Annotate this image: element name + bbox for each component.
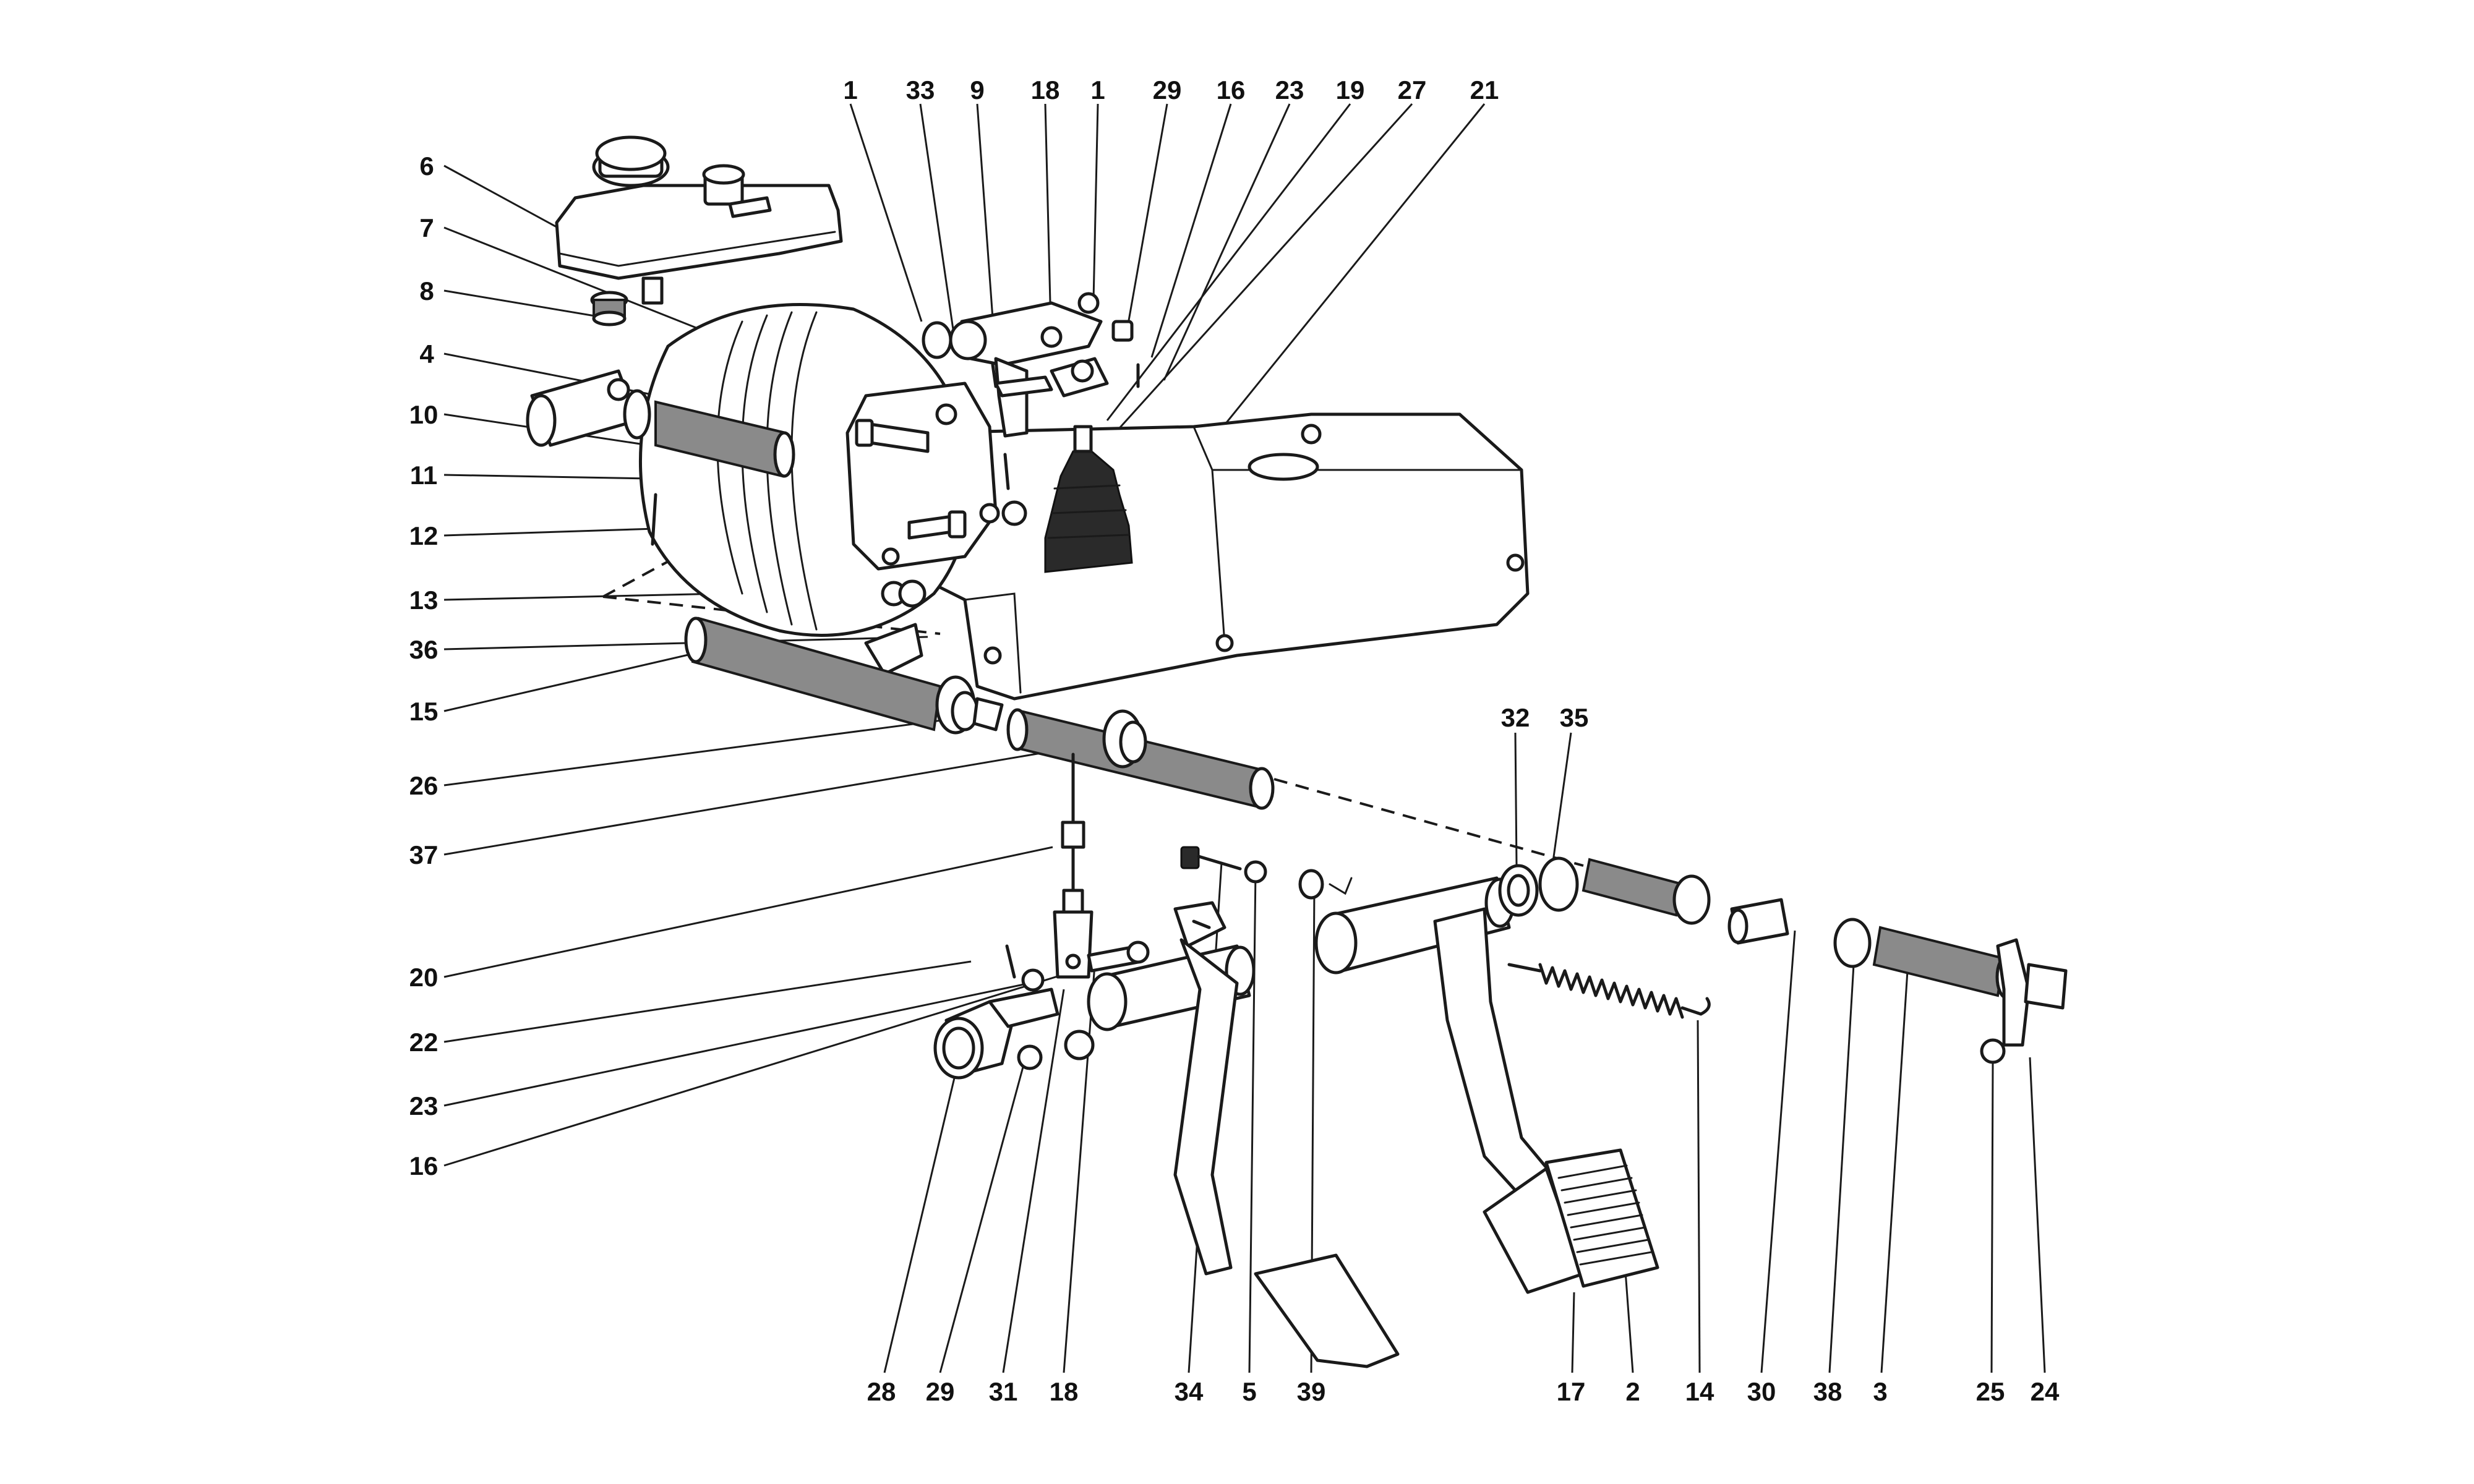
callout-31: 31 xyxy=(989,1377,1018,1406)
lower-pivot-bracket xyxy=(933,987,1095,1080)
callout-20: 20 xyxy=(409,963,439,992)
callout-26: 26 xyxy=(409,771,439,800)
clip-11 xyxy=(979,453,1027,526)
left-pivot-shaft xyxy=(526,369,795,478)
callout-3: 3 xyxy=(1873,1377,1887,1406)
callout-25: 25 xyxy=(1976,1377,2005,1406)
callout-10: 10 xyxy=(409,400,439,429)
callout-14: 14 xyxy=(1685,1377,1714,1406)
callout-35: 35 xyxy=(1560,703,1589,732)
leader-lines xyxy=(443,103,2046,1373)
callout-27: 27 xyxy=(1398,75,1427,104)
upper-shaft xyxy=(684,616,1004,735)
callout-18b: 18 xyxy=(1050,1377,1079,1406)
pedal-linkage xyxy=(922,292,1140,438)
callout-18a: 18 xyxy=(1031,75,1060,104)
callout-7: 7 xyxy=(419,213,434,242)
callout-23b: 23 xyxy=(409,1091,439,1120)
callout-29b: 29 xyxy=(926,1377,955,1406)
callout-labels: 1 33 9 18 1 29 16 23 19 27 21 6 7 8 4 10… xyxy=(409,75,2060,1406)
callout-24: 24 xyxy=(2031,1377,2060,1406)
callout-22: 22 xyxy=(409,1028,439,1057)
callout-11: 11 xyxy=(410,461,437,490)
right-shaft-assembly xyxy=(1498,856,2068,1064)
fluid-reservoir xyxy=(555,135,843,305)
callout-6: 6 xyxy=(419,151,434,181)
callout-32: 32 xyxy=(1501,703,1530,732)
grommet-part xyxy=(590,291,628,326)
callout-13: 13 xyxy=(409,586,439,615)
callout-1a: 1 xyxy=(843,75,857,104)
callout-4: 4 xyxy=(419,339,434,369)
pedal-box-housing xyxy=(926,412,1530,701)
callout-17: 17 xyxy=(1557,1377,1586,1406)
callout-33a: 33 xyxy=(906,75,935,104)
bolt-12 xyxy=(907,510,967,540)
clutch-pedal xyxy=(1314,876,1659,1294)
callout-21: 21 xyxy=(1470,75,1499,104)
return-spring xyxy=(1507,963,1711,1019)
callout-5: 5 xyxy=(1242,1377,1256,1406)
pushrod xyxy=(1053,753,1094,979)
callout-8: 8 xyxy=(419,276,434,305)
callout-23a: 23 xyxy=(1275,75,1304,104)
callout-1b: 1 xyxy=(1090,75,1105,104)
callout-16a: 16 xyxy=(1217,75,1246,104)
callout-39: 39 xyxy=(1297,1377,1326,1406)
callout-19: 19 xyxy=(1336,75,1365,104)
rubber-boot xyxy=(1044,425,1133,573)
callout-16b: 16 xyxy=(409,1151,439,1180)
callout-15: 15 xyxy=(409,697,439,726)
clip-22 xyxy=(1005,944,1045,992)
callout-28: 28 xyxy=(867,1377,896,1406)
clevis-pin xyxy=(1087,940,1150,973)
callout-9: 9 xyxy=(970,75,984,104)
callout-30: 30 xyxy=(1747,1377,1776,1406)
callout-12: 12 xyxy=(409,521,439,550)
brake-pedal xyxy=(1087,901,1400,1368)
callout-2: 2 xyxy=(1625,1377,1640,1406)
nut-13 xyxy=(881,579,927,608)
callout-34: 34 xyxy=(1175,1377,1204,1406)
middle-shaft xyxy=(1006,708,1275,810)
callout-38: 38 xyxy=(1813,1377,1843,1406)
adjusting-bolt xyxy=(1180,846,1353,900)
callout-36: 36 xyxy=(409,635,439,664)
bolt-part xyxy=(855,419,930,453)
callout-37: 37 xyxy=(409,840,439,869)
callout-29a: 29 xyxy=(1153,75,1182,104)
